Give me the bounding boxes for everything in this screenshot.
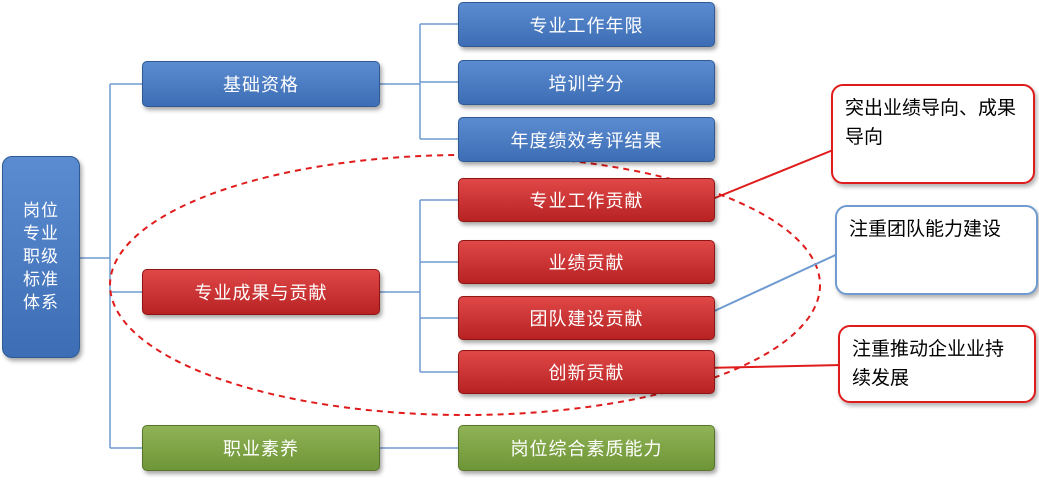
root-label-line: 专业 — [23, 223, 59, 244]
child-node: 业绩贡献 — [458, 240, 715, 284]
group2-connectors — [380, 199, 458, 373]
callout-pointer-1 — [709, 147, 839, 201]
child-node: 专业工作年限 — [458, 2, 715, 47]
callout-sustainable-development: 注重推动企业业持续发展 — [838, 325, 1036, 403]
child-node: 创新贡献 — [458, 350, 715, 394]
group1-connectors — [380, 23, 458, 140]
callout-team-capability: 注重团队能力建设 — [835, 205, 1038, 295]
group-node-basic-qualification: 基础资格 — [142, 61, 380, 107]
root-label-line: 岗位 — [23, 200, 59, 221]
group-node-achievement-contribution: 专业成果与贡献 — [142, 269, 380, 315]
callout-performance-orientation: 突出业绩导向、成果导向 — [831, 84, 1035, 184]
root-node: 岗位 专业 职级 标准 体系 — [2, 156, 80, 358]
root-connectors — [80, 83, 142, 449]
root-label-line: 职级 — [23, 246, 59, 267]
child-node: 团队建设贡献 — [458, 296, 715, 340]
callout-pointer-3 — [702, 364, 843, 369]
child-node: 岗位综合素质能力 — [458, 425, 715, 471]
callout-pointer-2 — [709, 251, 843, 314]
child-node: 年度绩效考评结果 — [458, 117, 715, 162]
root-label-line: 体系 — [23, 292, 59, 313]
child-node: 培训学分 — [458, 60, 715, 105]
group-node-professional-quality: 职业素养 — [142, 425, 380, 471]
root-label-line: 标准 — [23, 269, 59, 290]
child-node: 专业工作贡献 — [458, 178, 715, 222]
